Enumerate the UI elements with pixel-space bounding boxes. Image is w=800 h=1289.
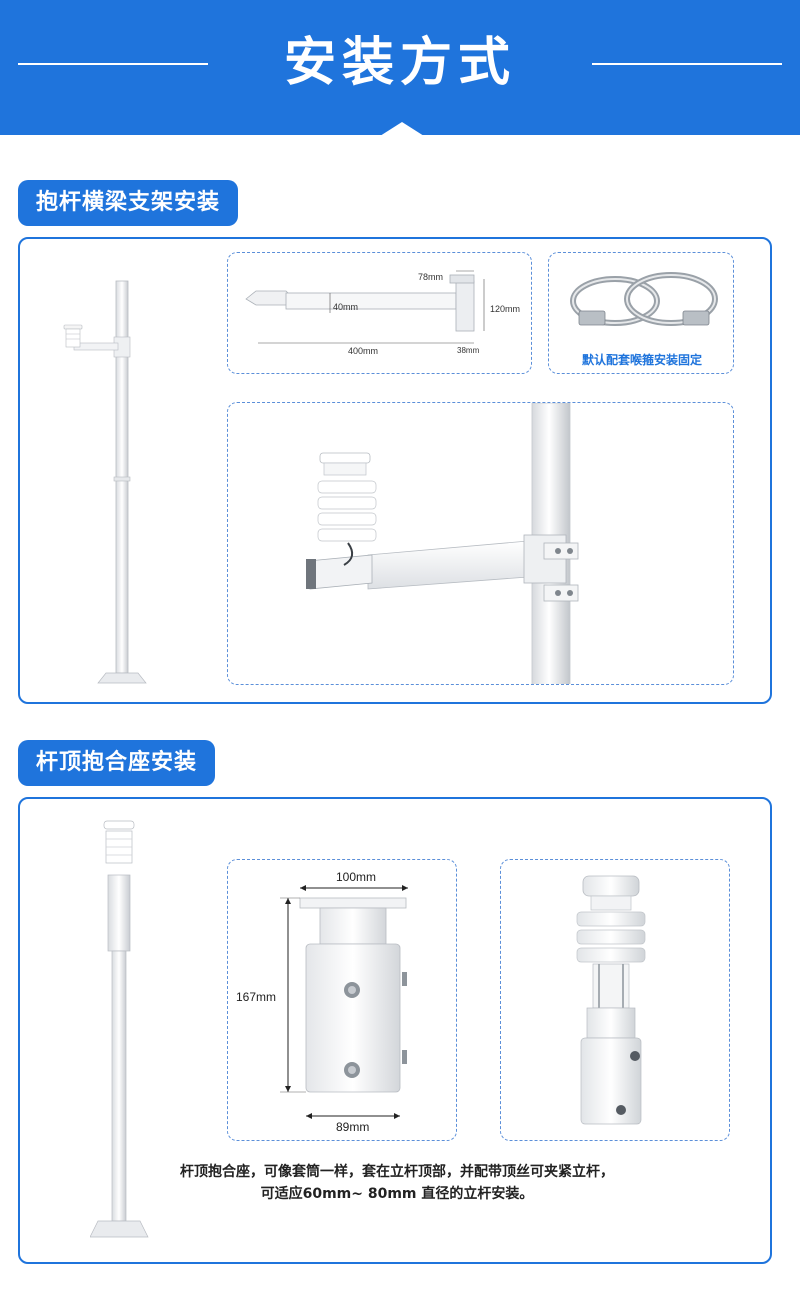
clamp-caption: 默认配套喉箍安装固定 [581, 353, 702, 367]
section1-panel: 78mm 40mm 120mm 400mm 38mm 默认配套喉箍安装固定 [18, 237, 772, 704]
clamp-box: 默认配套喉箍安装固定 [548, 252, 734, 374]
dim-78: 78mm [418, 272, 444, 282]
pole-crossarm-illustration [63, 280, 147, 684]
seat-caption-line1: 杆顶抱合座，可像套筒一样，套在立杆顶部，并配带顶丝可夹紧立杆， [180, 1164, 614, 1180]
dim-100: 100mm [336, 870, 377, 884]
header-notch [380, 122, 424, 136]
seat-caption-line2: 可适应60mm~ 80mm 直径的立杆安装。 [260, 1186, 534, 1202]
bracket-dimension-box: 78mm 40mm 120mm 400mm 38mm [227, 252, 532, 374]
seat-dimension-box: 100mm 167mm 89mm [227, 859, 457, 1141]
dim-89: 89mm [336, 1120, 370, 1134]
header-banner: 安装方式 [0, 0, 800, 136]
bracket-drawing [245, 270, 485, 344]
seat-sensor-image [576, 875, 646, 1125]
header-left-line [18, 63, 208, 65]
dim-400: 400mm [348, 346, 379, 356]
hose-clamp-image [570, 272, 718, 326]
section1-title: 抱杆横梁支架安装 [18, 180, 239, 226]
dim-167: 167mm [236, 990, 277, 1004]
section2-title: 杆顶抱合座安装 [18, 740, 216, 786]
seat-drawing [280, 885, 408, 1119]
bracket-closeup-image [306, 403, 579, 684]
bracket-closeup-box [227, 402, 734, 685]
dim-38: 38mm [457, 346, 480, 355]
dim-120: 120mm [490, 304, 521, 314]
seat-sensor-box [500, 859, 730, 1141]
page-title: 安装方式 [283, 33, 516, 93]
header-right-line [592, 63, 782, 65]
pole-top-seat-illustration [90, 820, 149, 1238]
dim-40: 40mm [333, 302, 359, 312]
section2-panel: 100mm 167mm 89mm 杆顶抱合座，可像套筒一样，套在立杆顶部，并配带… [18, 797, 772, 1264]
